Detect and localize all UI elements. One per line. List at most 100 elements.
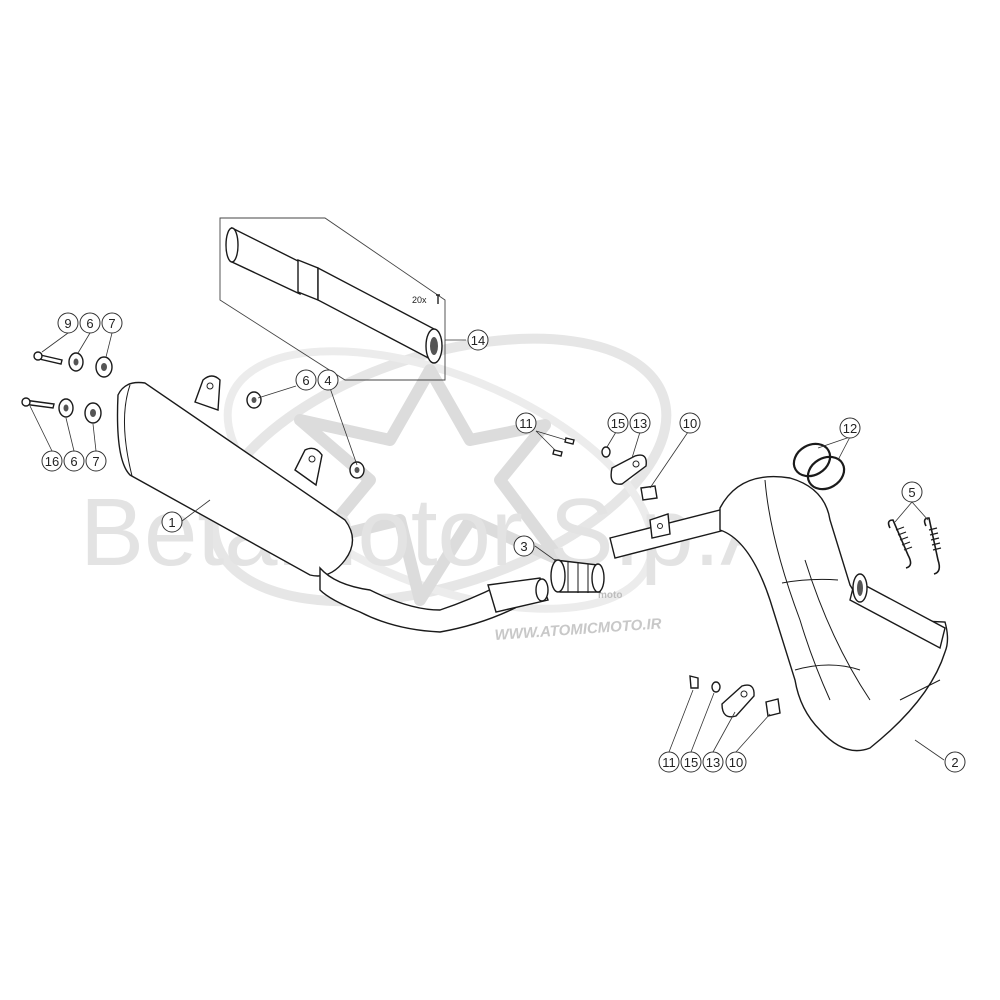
- watermark-orbit-2: [223, 347, 657, 613]
- svg-text:1: 1: [168, 515, 175, 530]
- washer-15-lower: [711, 681, 721, 693]
- bracket-13-lower-hole: [740, 690, 748, 698]
- silencer-bracket-top: [194, 375, 221, 411]
- callout-16: 16: [41, 450, 63, 472]
- chamber-bracket-hole: [657, 523, 663, 529]
- svg-text:6: 6: [70, 454, 77, 469]
- svg-text:11: 11: [662, 755, 676, 770]
- left-hardware-group: [21, 351, 113, 424]
- grommet-7-lower-hole: [90, 409, 96, 417]
- svg-text:5: 5: [908, 485, 915, 500]
- chamber-band-2: [794, 664, 861, 671]
- watermark-website-text: WWW.ATOMICMOTO.IR: [494, 615, 662, 644]
- callouts: 9 6 7 16 6 7 6 4 1 14 11 15 13 10 3 12 5…: [41, 312, 966, 773]
- chamber-seam-1: [764, 479, 831, 701]
- packing-roll-right-hole: [430, 337, 438, 355]
- callout-7-lower: 7: [85, 450, 107, 472]
- leader-13b: [712, 711, 736, 753]
- leader-lines: [29, 332, 945, 761]
- bolt-16-head: [21, 397, 31, 407]
- bracket-13-lower: [721, 684, 755, 718]
- coupling-end-right: [591, 563, 605, 593]
- chamber-band-1: [781, 578, 839, 584]
- leader-15b: [690, 692, 715, 753]
- callout-2: 2: [944, 751, 966, 773]
- spring-1-coils: [895, 526, 913, 551]
- chamber-band-3: [899, 679, 941, 701]
- chamber-seam-2: [804, 559, 871, 701]
- washer-4-silencer-hole: [354, 467, 360, 473]
- washer-6-silencer-hole: [251, 397, 257, 403]
- packing-kit-group: 20x: [219, 217, 446, 381]
- coupling-end-left: [550, 559, 566, 593]
- o-ring-group: [792, 442, 846, 491]
- leader-1: [181, 499, 211, 522]
- callout-10-upper: 10: [679, 412, 701, 434]
- svg-text:15: 15: [684, 755, 698, 770]
- leader-5a: [894, 501, 913, 523]
- chamber-header-pipe: [849, 578, 946, 650]
- callout-12: 12: [839, 417, 861, 439]
- svg-text:9: 9: [64, 316, 71, 331]
- callout-15-lower: 15: [680, 751, 702, 773]
- callout-4: 4: [317, 369, 339, 391]
- spring-1: [887, 519, 912, 569]
- lower-mount-group: [689, 675, 781, 718]
- rivet-icon: [436, 294, 440, 304]
- silencer-body: [116, 381, 354, 577]
- callout-3: 3: [513, 535, 535, 557]
- washer-6-upper-hole: [73, 358, 79, 366]
- leader-11a-2: [535, 430, 557, 452]
- o-ring-1: [792, 442, 832, 478]
- callout-6-silencer: 6: [295, 369, 317, 391]
- clip-10-lower: [765, 698, 781, 717]
- silencer-bracket-bottom: [294, 447, 323, 487]
- leader-6-silencer: [257, 385, 297, 399]
- svg-text:6: 6: [86, 316, 93, 331]
- svg-text:13: 13: [633, 416, 647, 431]
- svg-text:11: 11: [519, 416, 533, 431]
- coupling-ribs: [567, 562, 589, 593]
- leader-4: [329, 387, 358, 466]
- leader-12a: [817, 436, 851, 449]
- leader-5b: [911, 501, 929, 521]
- callout-9: 9: [57, 312, 79, 334]
- silencer-washers-group: [246, 391, 365, 479]
- leader-6a: [77, 332, 91, 354]
- leader-7b: [92, 423, 97, 452]
- svg-text:14: 14: [471, 333, 485, 348]
- callout-7-upper: 7: [101, 312, 123, 334]
- packing-roll-left: [231, 226, 301, 296]
- watermark-brand-text: moto: [598, 590, 622, 601]
- silencer-bracket-bottom-hole: [308, 455, 316, 463]
- bolt-9-head: [33, 351, 43, 361]
- callout-11-upper: 11: [515, 412, 537, 434]
- chamber-header-flange-inner: [857, 580, 863, 596]
- callout-13-upper: 13: [629, 412, 651, 434]
- leader-10a: [649, 431, 689, 489]
- callout-10-lower: 10: [725, 751, 747, 773]
- leader-3: [534, 545, 557, 562]
- leader-7a: [105, 332, 113, 358]
- expansion-chamber-group: [609, 475, 949, 752]
- svg-text:13: 13: [706, 755, 720, 770]
- silencer-bracket-top-hole: [206, 382, 214, 390]
- svg-text:4: 4: [324, 373, 331, 388]
- silencer-end-cap: [124, 384, 133, 477]
- o-ring-2: [806, 455, 846, 491]
- leader-2: [914, 739, 945, 761]
- svg-text:10: 10: [683, 416, 697, 431]
- svg-text:6: 6: [302, 373, 309, 388]
- screw-11-upper-a: [564, 437, 575, 445]
- grommet-7-upper-hole: [101, 363, 107, 371]
- silencer-group: [116, 375, 549, 633]
- silencer-tail-tube: [487, 577, 549, 613]
- clip-10-upper: [640, 485, 658, 501]
- washer-15-upper: [601, 446, 611, 458]
- silencer-tail-tube-end: [535, 578, 549, 602]
- spring-2-coils: [928, 527, 942, 551]
- svg-text:15: 15: [611, 416, 625, 431]
- watermark-star: [294, 364, 566, 606]
- svg-text:7: 7: [92, 454, 99, 469]
